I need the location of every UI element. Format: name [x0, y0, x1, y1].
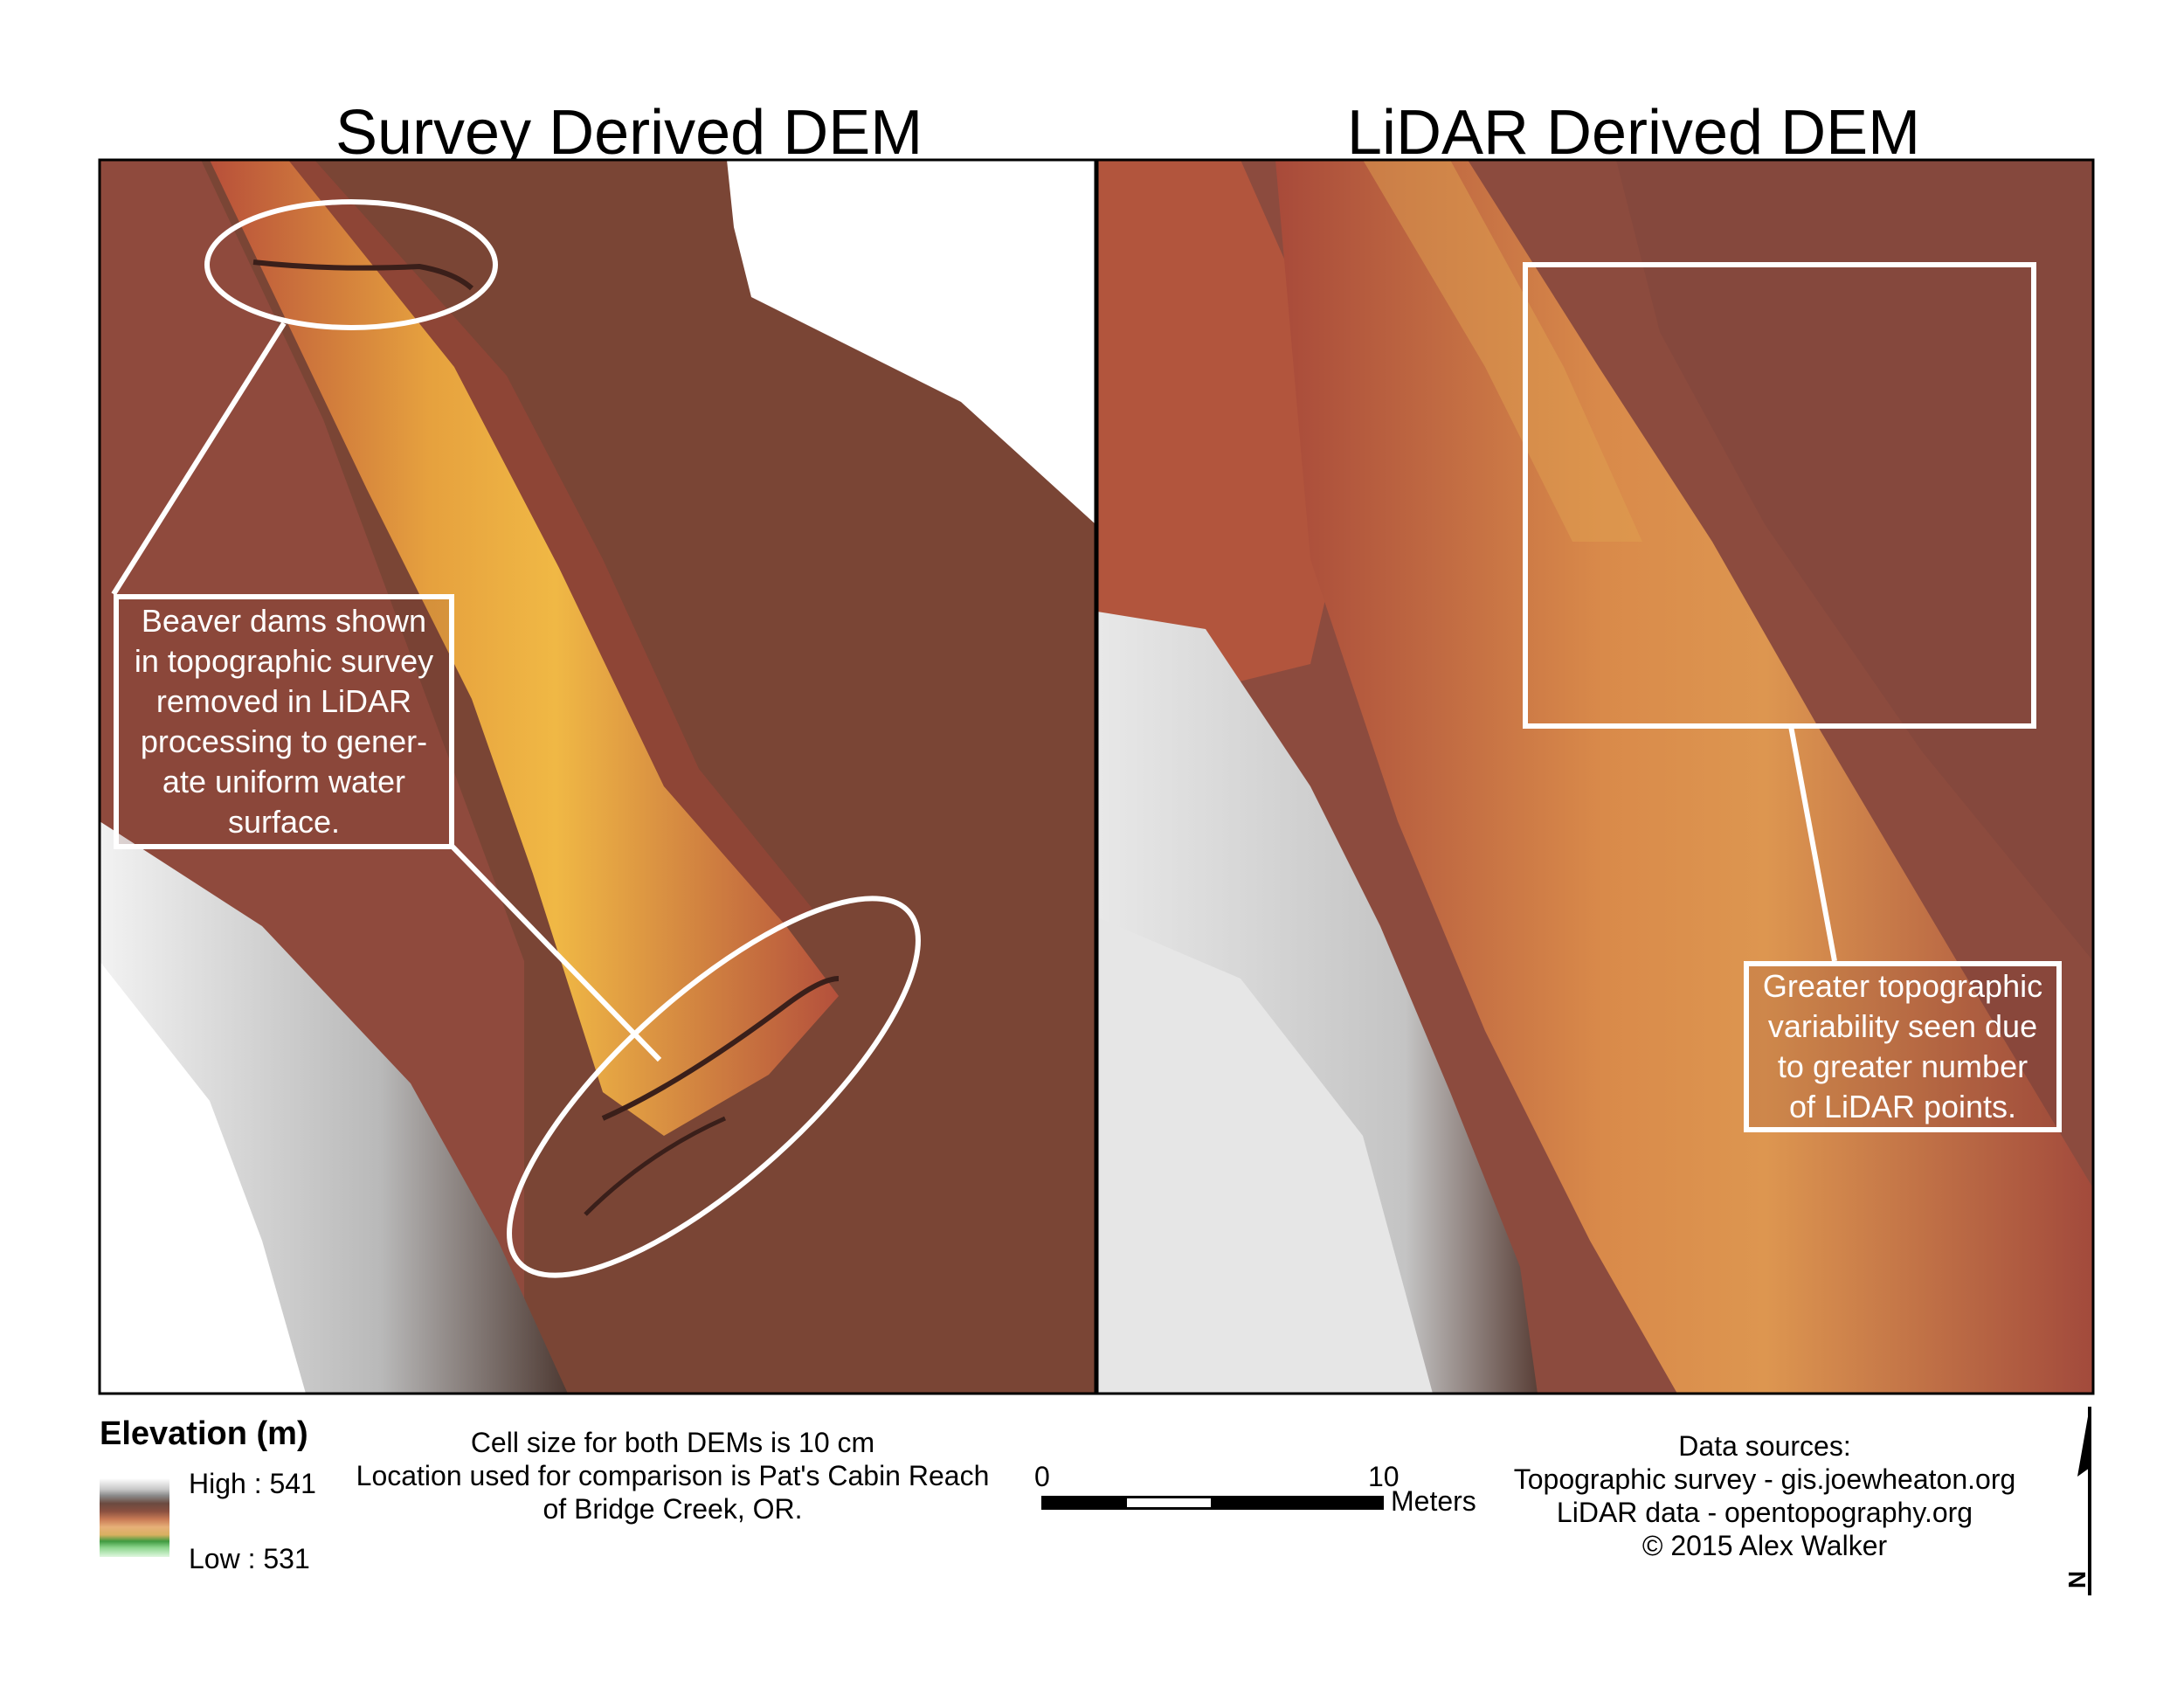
source-line: Topographic survey - gis.joewheaton.org	[1513, 1463, 2016, 1495]
note-line: of Bridge Creek, OR.	[543, 1493, 803, 1525]
callout-line: variability seen due	[1767, 1008, 2038, 1044]
leader-line-lower	[447, 841, 662, 1062]
callout-line: processing to gener-	[140, 723, 428, 759]
lidar-dem-raster	[1097, 160, 2093, 1394]
note-line: Location used for comparison is Pat's Ca…	[356, 1460, 990, 1491]
source-line: LiDAR data - opentopography.org	[1556, 1497, 1973, 1528]
leader-line-upper	[111, 322, 287, 596]
note-line: Cell size for both DEMs is 10 cm	[470, 1427, 875, 1458]
survey-dem-raster	[100, 160, 1095, 1394]
callout-line: Greater topographic	[1762, 968, 2043, 1004]
north-arrow-label: N	[2063, 1570, 2091, 1589]
leader-line-lidar	[1788, 725, 1837, 962]
callout-line: of LiDAR points.	[1788, 1089, 2017, 1124]
callout-line: in topographic survey	[134, 643, 434, 679]
callout-line: removed in LiDAR	[156, 683, 412, 719]
left-panel-frame	[98, 158, 1097, 1395]
lidar-highlight-box	[1523, 262, 2036, 729]
scale-end-label: 10	[1368, 1461, 1400, 1492]
legend-low-label: Low : 531	[189, 1543, 310, 1574]
right-panel-frame	[1095, 158, 2095, 1395]
callout-line: ate uniform water	[162, 764, 406, 799]
comparison-notes: Cell size for both DEMs is 10 cm Locatio…	[349, 1426, 996, 1525]
callout-line: to greater number	[1777, 1048, 2028, 1084]
data-sources: Data sources: Topographic survey - gis.j…	[1485, 1429, 2044, 1562]
scale-unit-label: Meters	[1391, 1485, 1476, 1517]
elevation-color-ramp	[100, 1478, 169, 1557]
source-line: © 2015 Alex Walker	[1641, 1530, 1888, 1561]
lower-dam-ellipse	[507, 896, 921, 1278]
callout-line: surface.	[227, 804, 341, 840]
lidar-variability-callout: Greater topographic variability seen due…	[1744, 961, 2062, 1132]
north-arrow-icon	[2077, 1407, 2091, 1595]
callout-line: Beaver dams shown	[141, 603, 427, 639]
legend-high-label: High : 541	[189, 1468, 316, 1499]
legend-title: Elevation (m)	[100, 1415, 308, 1452]
upper-dam-ellipse	[204, 199, 498, 330]
scale-bar	[1041, 1496, 1384, 1510]
right-panel-title: LiDAR Derived DEM	[1346, 98, 1921, 168]
scale-start-label: 0	[1034, 1461, 1050, 1492]
beaver-dam-callout: Beaver dams shown in topographic survey …	[114, 594, 454, 849]
source-line: Data sources:	[1678, 1430, 1851, 1462]
left-panel-title: Survey Derived DEM	[335, 98, 923, 168]
